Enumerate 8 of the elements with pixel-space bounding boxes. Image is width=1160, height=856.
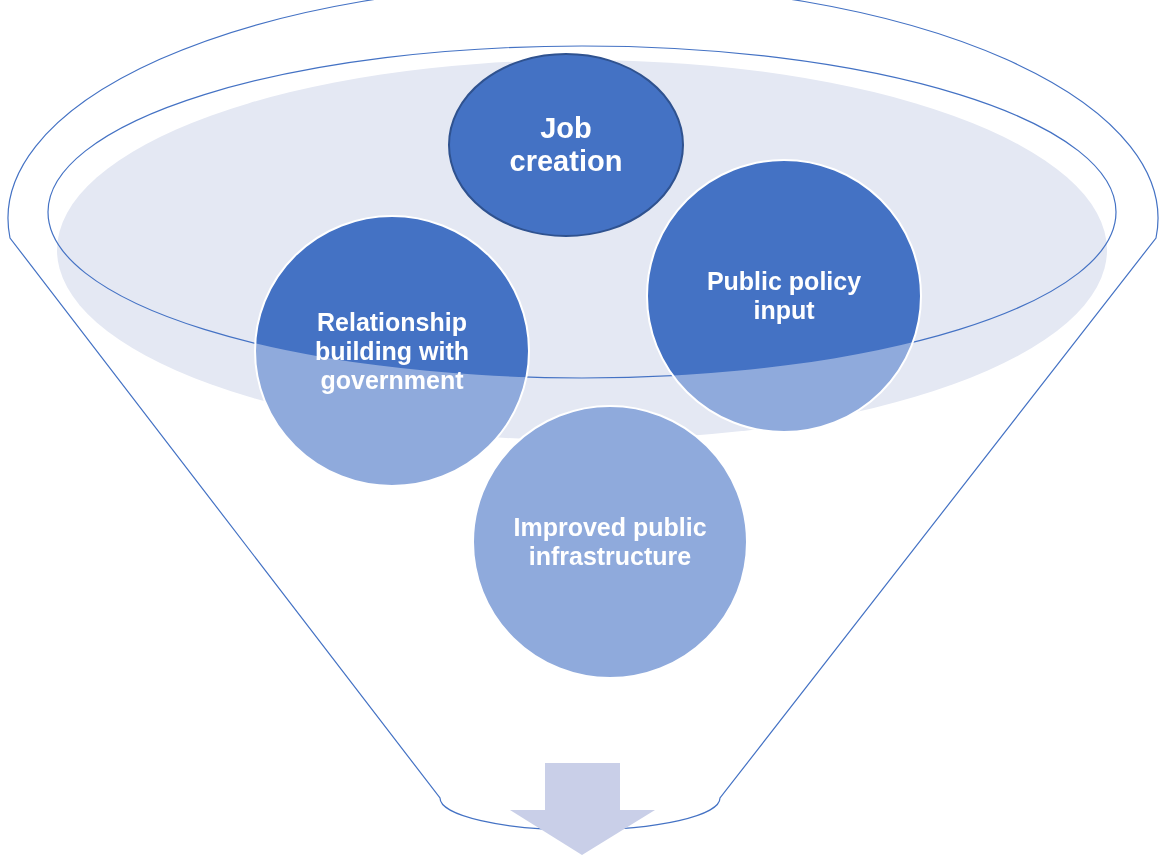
node-text: Public policy input bbox=[705, 267, 863, 325]
bubble-shape bbox=[254, 215, 530, 487]
node-text: Improved public infrastructure bbox=[512, 513, 708, 571]
node-text: Job creation bbox=[508, 112, 624, 178]
bubble-shape bbox=[646, 159, 922, 433]
bubble-shape bbox=[448, 53, 684, 237]
node-text: Relationship building with government bbox=[313, 307, 471, 395]
bubble-shape bbox=[472, 405, 748, 679]
